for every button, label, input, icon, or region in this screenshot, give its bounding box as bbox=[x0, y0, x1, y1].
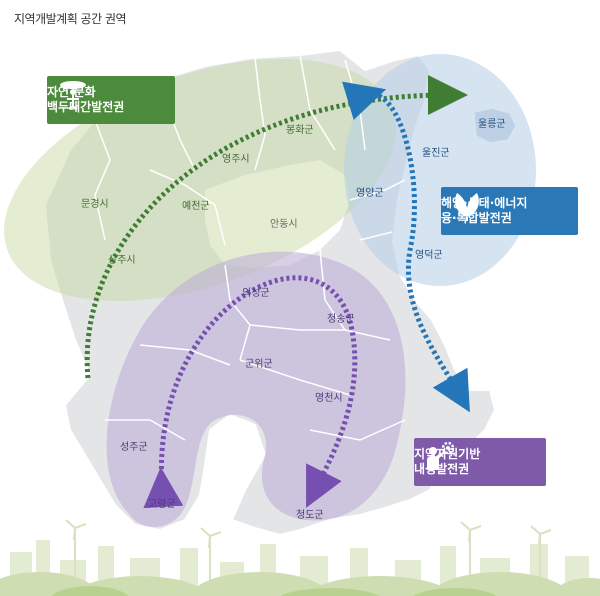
place-yeongdeok: 영덕군 bbox=[415, 249, 443, 261]
place-yecheon: 예천군 bbox=[182, 200, 210, 212]
place-yeongyang: 영양군 bbox=[356, 187, 384, 199]
place-mungyeong: 문경시 bbox=[81, 197, 109, 210]
green-zone-line2: 백두대간발전권 bbox=[47, 100, 125, 114]
page-title: 지역개발계획 공간 권역 bbox=[14, 12, 127, 26]
place-uiseong: 의성군 bbox=[242, 287, 270, 299]
place-seongju: 성주군 bbox=[120, 441, 148, 453]
tree-person-icon bbox=[60, 81, 86, 110]
person-gear-icon bbox=[427, 441, 455, 470]
place-goryeong: 고령군 bbox=[148, 498, 176, 510]
blue-zone-line2: 융·복합발전권 bbox=[441, 211, 512, 225]
place-gunwi: 군위군 bbox=[245, 357, 273, 370]
city-skyline-decoration bbox=[0, 519, 600, 596]
place-cheongsong: 청송군 bbox=[327, 313, 355, 325]
purple-zone-area bbox=[106, 251, 406, 528]
andong-area bbox=[205, 160, 350, 268]
place-bonghwa: 봉화군 bbox=[286, 124, 314, 136]
place-cheongdo: 청도군 bbox=[296, 509, 324, 521]
place-yeongju: 영주시 bbox=[222, 153, 250, 165]
leaf-icon bbox=[455, 193, 479, 221]
purple-arrow bbox=[143, 275, 358, 509]
blue-arrow bbox=[342, 81, 470, 413]
place-ulleung: 울릉군 bbox=[478, 118, 506, 130]
place-sangju: 상주시 bbox=[108, 254, 136, 266]
green-zone-label: 자연·문화백두대간발전권 bbox=[47, 76, 175, 124]
place-yeongcheon: 영천시 bbox=[315, 392, 343, 404]
place-andong: 안동시 bbox=[270, 218, 298, 230]
place-uljin: 울진군 bbox=[422, 147, 450, 159]
